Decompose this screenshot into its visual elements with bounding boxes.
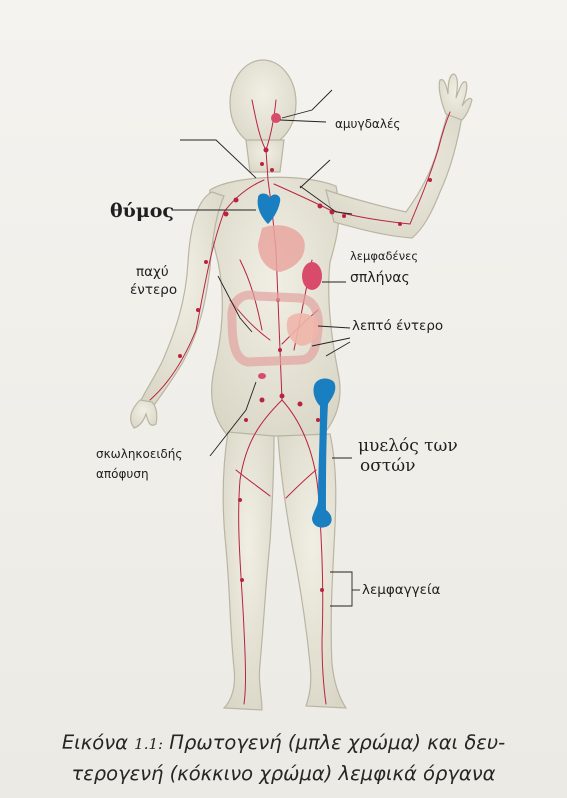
- label-spleen: σπλήνας: [350, 270, 410, 286]
- figure-caption: Εικόνα 1.1: Πρωτογενή (μπλε χρώμα) και δ…: [0, 728, 567, 788]
- label-appendix-1: σκωληκοειδής: [96, 446, 182, 462]
- spleen-organ: [302, 262, 322, 290]
- caption-line1-rest: Πρωτογενή (μπλε χρώμα) και δευ-: [169, 731, 505, 754]
- label-bone-marrow-1: μυελός των: [358, 436, 458, 457]
- label-tonsils: αμυγδαλές: [335, 116, 400, 132]
- tonsils-organ: [271, 113, 281, 123]
- label-lymph-nodes: λεμφαδένες: [350, 248, 418, 264]
- appendix-organ: [258, 373, 266, 379]
- caption-line-1: Εικόνα 1.1: Πρωτογενή (μπλε χρώμα) και δ…: [0, 728, 567, 759]
- label-large-intestine-1: παχύ: [136, 264, 169, 280]
- label-lymph-vessels: λεμφαγγεία: [362, 582, 440, 598]
- label-appendix-2: απόφυση: [96, 466, 149, 482]
- caption-number: 1.1:: [134, 735, 163, 753]
- label-thymus: θύμος: [110, 200, 174, 222]
- label-large-intestine-2: έντερο: [130, 282, 177, 298]
- caption-prefix: Εικόνα: [62, 731, 128, 754]
- caption-line-2: τερογενή (κόκκινο χρώμα) λεμφικά όργανα: [0, 759, 567, 788]
- label-bone-marrow-2: οστών: [360, 456, 415, 477]
- label-small-intestine: λεπτό έντερο: [352, 318, 443, 334]
